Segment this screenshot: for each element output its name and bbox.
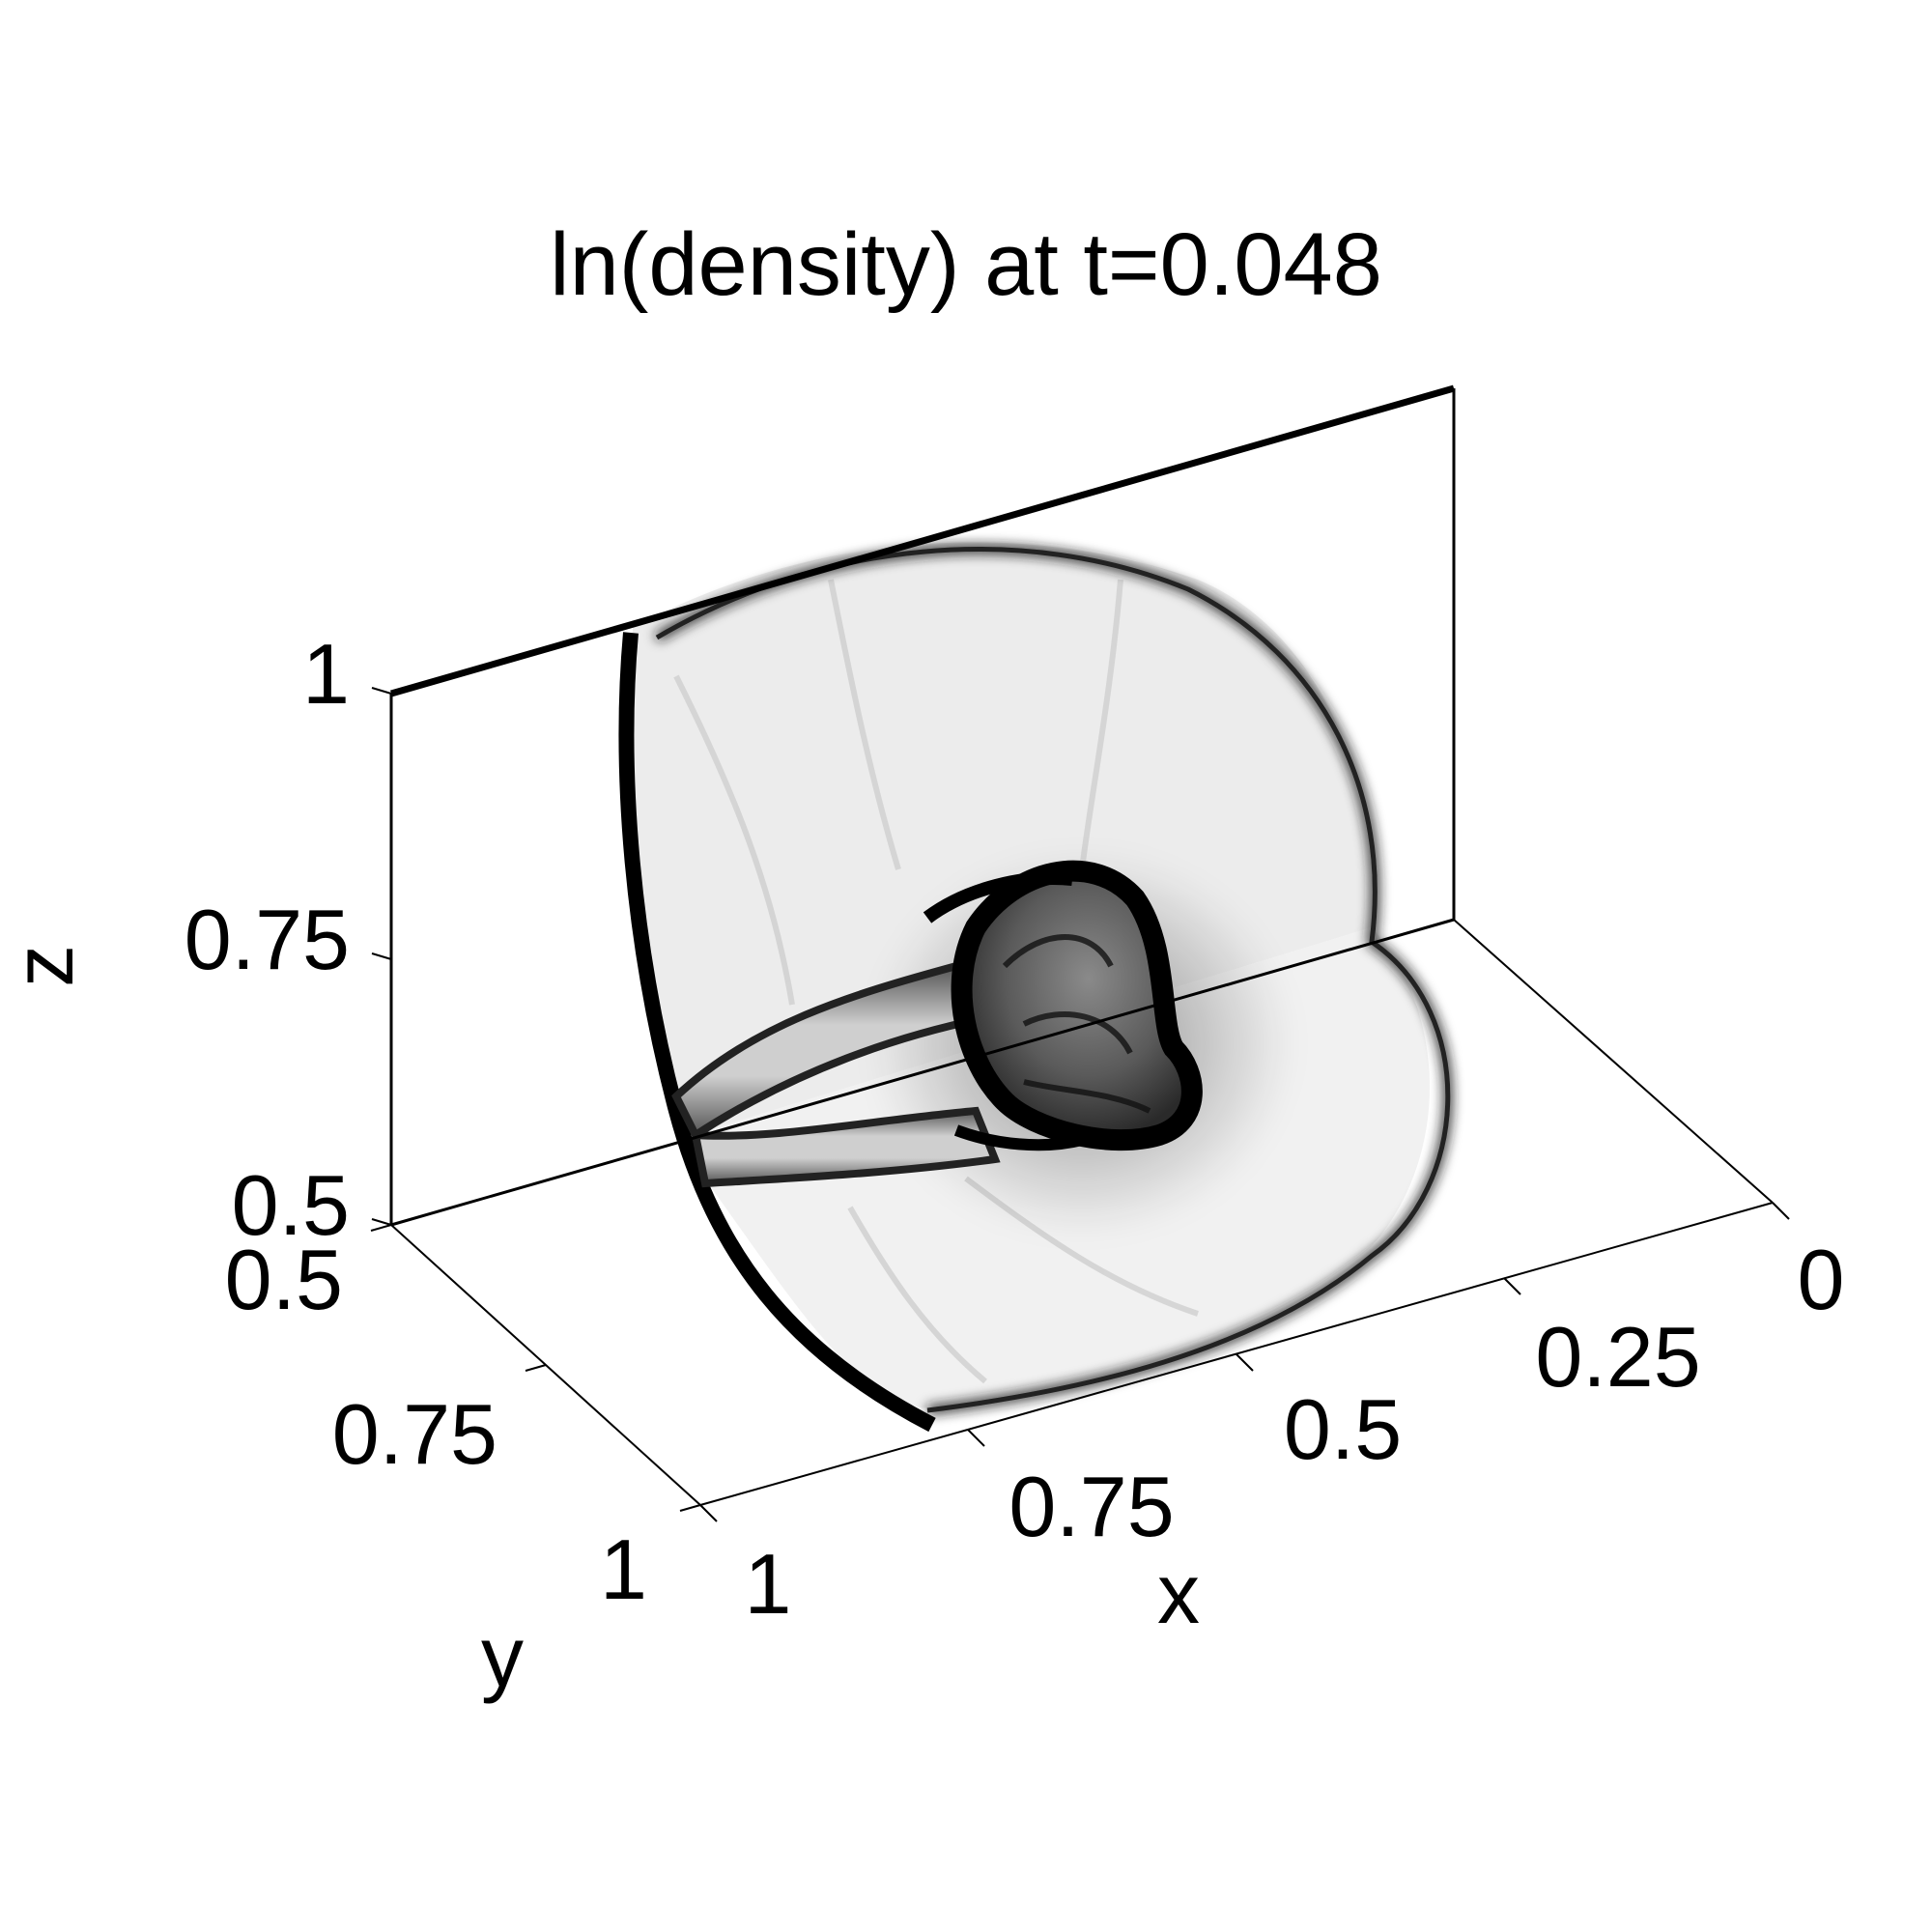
bubble-outer — [951, 860, 1203, 1151]
x-tick-label-0: 0 — [1798, 1232, 1845, 1327]
z-tick-label-05: 0.5 — [232, 1157, 350, 1253]
z-tick-label-1: 1 — [302, 626, 350, 722]
x-tick-label-075: 0.75 — [1009, 1459, 1174, 1554]
z-axis-label: z — [0, 945, 91, 987]
tail-tube-lower — [691, 1106, 1001, 1188]
x-axis-label: x — [1157, 1546, 1200, 1641]
bow-shock-line — [655, 547, 1451, 1413]
x-tick-label-025: 0.25 — [1535, 1309, 1700, 1405]
z-axis-ticks — [371, 687, 392, 1226]
incident-shock — [618, 632, 936, 1433]
y-axis-label: y — [481, 1608, 524, 1704]
x-tick-label-1: 1 — [745, 1536, 792, 1632]
x-axis-ticks — [699, 1202, 1790, 1522]
y-axis-ticks — [370, 1224, 701, 1512]
x-tick-label-05: 0.5 — [1284, 1381, 1402, 1477]
z-tick-label-075: 0.75 — [185, 892, 350, 987]
y-tick-label-1: 1 — [600, 1521, 647, 1617]
chart-title: ln(density) at t=0.048 — [550, 215, 1382, 314]
y-tick-label-075: 0.75 — [332, 1386, 497, 1482]
bubble-inner-structure — [1002, 934, 1151, 1114]
shocked-region-vertical — [631, 542, 1373, 1140]
y-tick-label-05: 0.5 — [225, 1232, 343, 1327]
bubble-rim-lower — [953, 1124, 1084, 1151]
bubble-rim-upper — [923, 871, 1073, 923]
